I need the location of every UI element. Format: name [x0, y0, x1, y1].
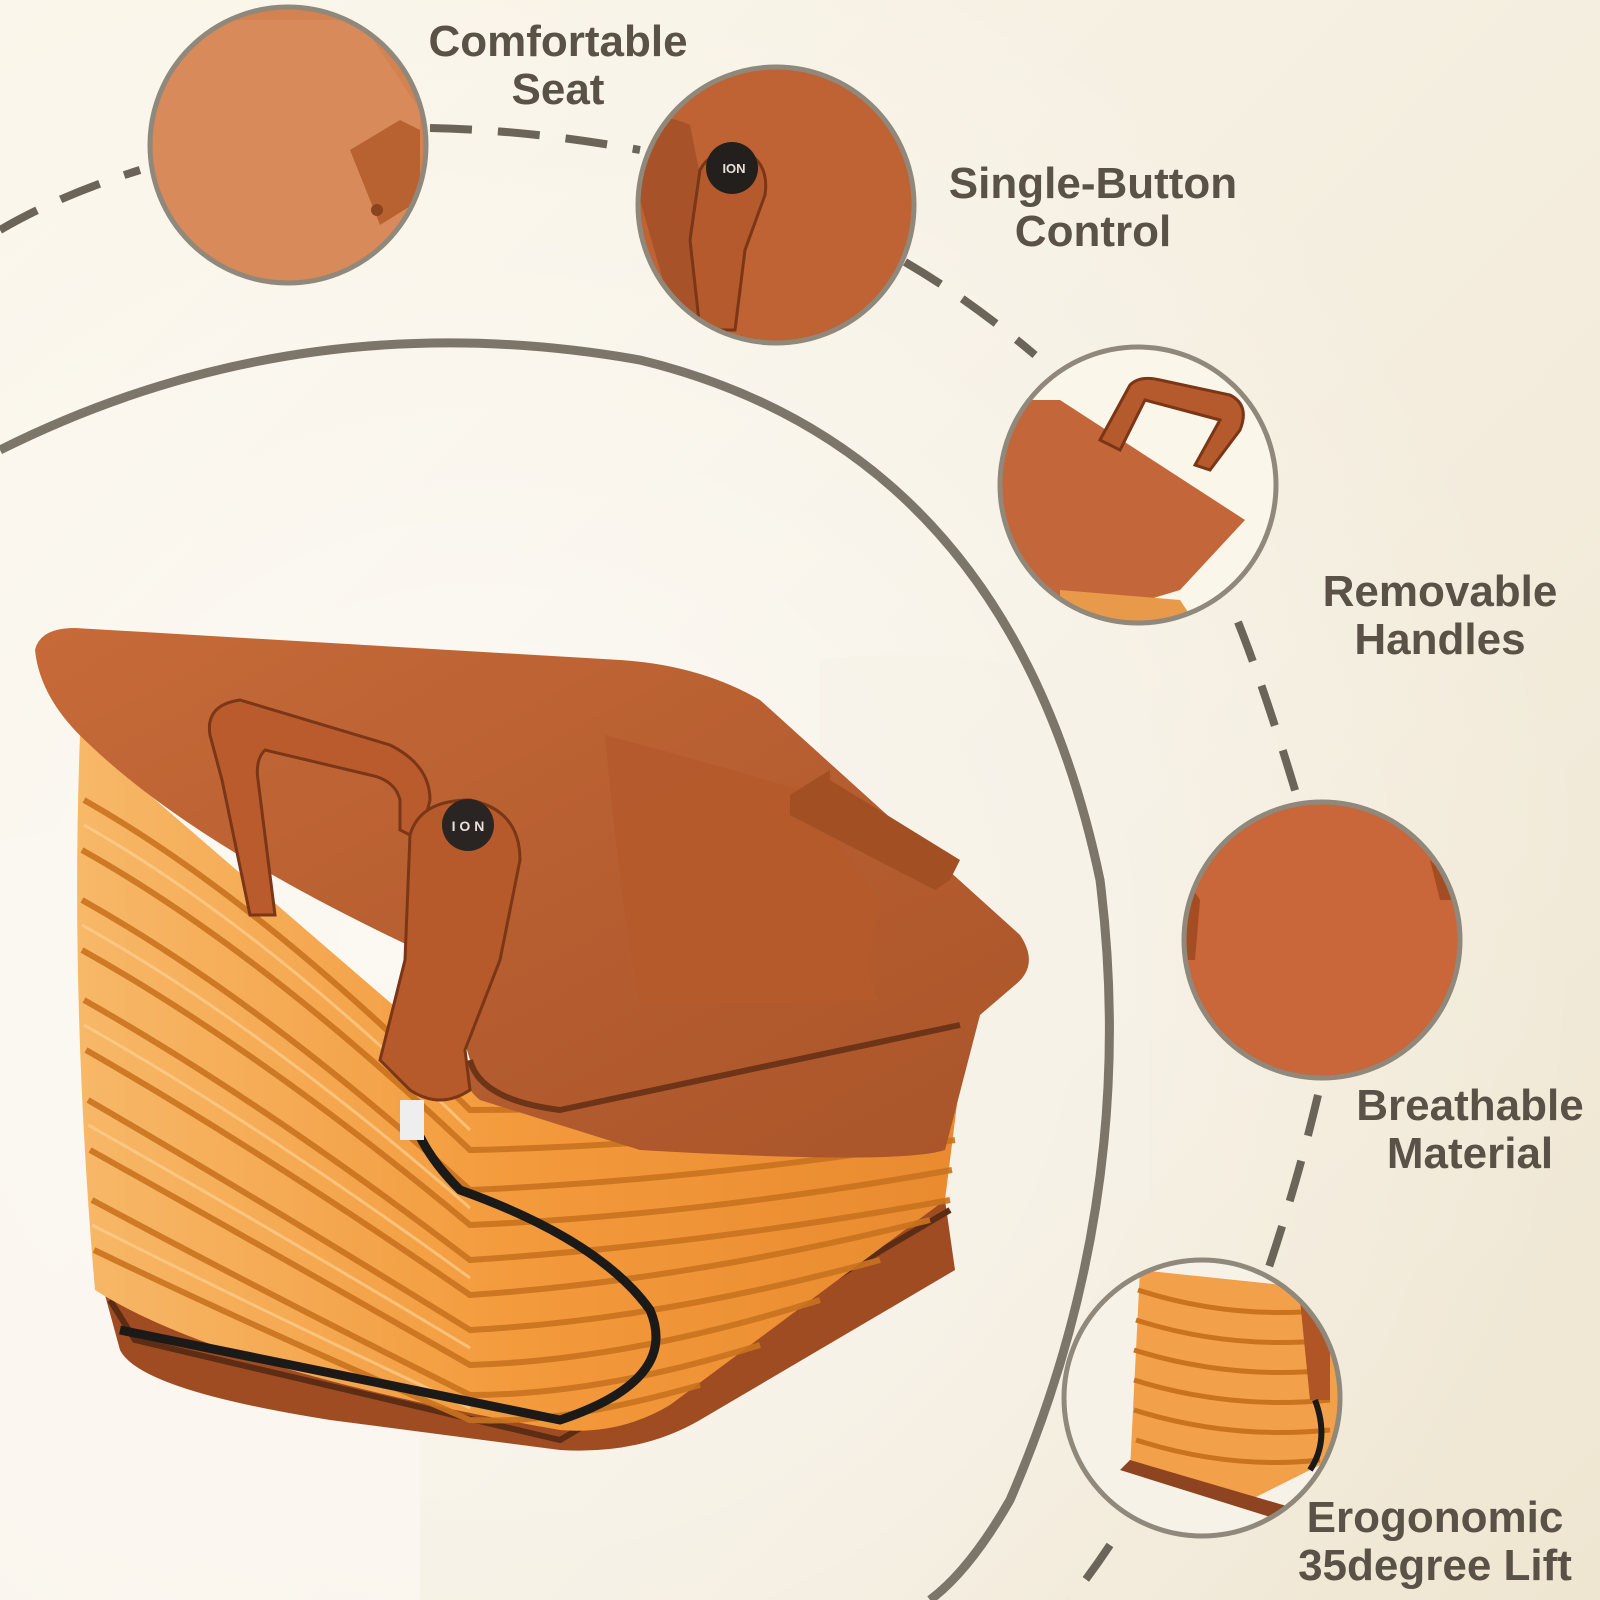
feature-label-line: Control [1014, 207, 1172, 256]
feature-label-line: Material [1386, 1129, 1554, 1178]
product-frame-circle [0, 338, 1114, 1600]
feature-label-line: Single-Button [948, 159, 1238, 208]
feature-label-comfortable-seat: Comfortable Seat [418, 18, 698, 114]
feature-bubble-seat [147, 4, 429, 286]
feature-bubble-button: ION [635, 64, 917, 346]
feature-label-line: Removable [1322, 567, 1558, 616]
feature-label-ergonomic-lift: Erogonomic 35degree Lift [1280, 1494, 1590, 1590]
feature-label-line: Seat [511, 65, 605, 114]
main-product-photo: I O N [35, 628, 1029, 1451]
feature-label-line: Breathable [1356, 1081, 1584, 1130]
feature-label-line: Erogonomic [1306, 1493, 1564, 1542]
feature-bubble-material [1181, 799, 1463, 1081]
dashed-connector [0, 124, 1322, 1600]
svg-text:ION: ION [722, 161, 745, 176]
feature-label-line: Handles [1354, 615, 1526, 664]
feature-bubble-handle [997, 344, 1279, 626]
feature-label-line: 35degree Lift [1298, 1541, 1572, 1590]
feature-label-line: Comfortable [428, 17, 688, 66]
feature-label-removable-handles: Removable Handles [1300, 568, 1580, 664]
feature-label-breathable-material: Breathable Material [1340, 1082, 1600, 1178]
feature-label-single-button-control: Single-Button Control [928, 160, 1258, 256]
switch-label: I O N [452, 818, 485, 834]
